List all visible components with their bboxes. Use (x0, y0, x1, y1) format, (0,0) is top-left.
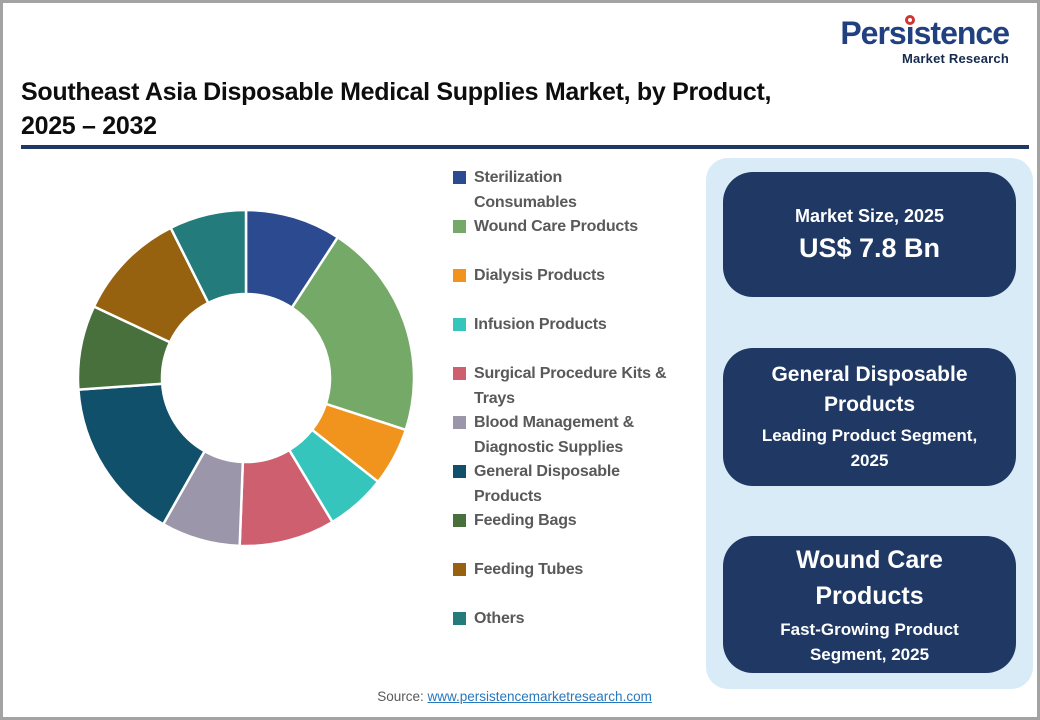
logo-red-dot-i-icon: ı (905, 15, 915, 51)
legend-item-others: Others (453, 606, 703, 655)
legend-swatch-icon (453, 416, 466, 429)
legend-label: Wound Care Products (474, 218, 638, 235)
logo-text-post: stence (913, 15, 1010, 51)
source-line: Source: www.persistencemarketresearch.co… (377, 689, 652, 704)
legend-label: Infusion Products (474, 316, 607, 333)
legend-label: Blood Management & Diagnostic Supplies (474, 414, 634, 456)
page-title: Southeast Asia Disposable Medical Suppli… (21, 75, 921, 143)
leading-segment-card: General Disposable Products Leading Prod… (723, 347, 1016, 486)
donut-chart (76, 208, 416, 548)
legend-item-surgical-procedure-kits-trays: Surgical Procedure Kits & Trays (453, 361, 703, 410)
legend-label: Dialysis Products (474, 267, 605, 284)
legend-item-blood-management-diagnostic-supplies: Blood Management & Diagnostic Supplies (453, 410, 703, 459)
legend-swatch-icon (453, 465, 466, 478)
title-line-1: Southeast Asia Disposable Medical Suppli… (21, 78, 772, 106)
legend-label: General Disposable Products (474, 463, 620, 505)
legend-item-general-disposable-products: General Disposable Products (453, 459, 703, 508)
donut-segment-general-disposable-products (77, 382, 206, 526)
legend-label: Feeding Tubes (474, 561, 584, 578)
legend-item-dialysis-products: Dialysis Products (453, 263, 703, 312)
leading-segment-card-title: General Disposable Products (771, 363, 968, 416)
legend-label: Feeding Bags (474, 512, 577, 529)
legend-item-feeding-bags: Feeding Bags (453, 508, 703, 557)
legend-label: Surgical Procedure Kits & Trays (474, 365, 667, 407)
legend-swatch-icon (453, 514, 466, 527)
legend-swatch-icon (453, 220, 466, 233)
legend-swatch-icon (453, 612, 466, 625)
highlights-panel: Market Size, 2025 US$ 7.8 Bn General Dis… (706, 158, 1033, 689)
logo-wordmark: Persıstence (840, 15, 1010, 51)
donut-segment-wound-care-products (290, 236, 416, 432)
source-link[interactable]: www.persistencemarketresearch.com (427, 689, 652, 704)
legend-item-sterilization-consumables: Sterilization Consumables (453, 165, 703, 214)
title-divider (21, 145, 1029, 149)
logo-tagline: Market Research (901, 51, 1009, 66)
legend-swatch-icon (453, 171, 466, 184)
fast-growing-segment-card-title: Wound Care Products (796, 546, 943, 610)
legend-swatch-icon (453, 269, 466, 282)
legend-swatch-icon (453, 367, 466, 380)
market-size-card: Market Size, 2025 US$ 7.8 Bn (723, 172, 1016, 297)
legend-swatch-icon (453, 318, 466, 331)
title-line-2: 2025 – 2032 (21, 112, 157, 140)
market-size-card-value: US$ 7.8 Bn (798, 233, 941, 263)
legend-item-wound-care-products: Wound Care Products (453, 214, 703, 263)
fast-growing-segment-card-subtitle: Fast-Growing Product Segment, 2025 (780, 620, 959, 664)
legend-swatch-icon (453, 563, 466, 576)
legend-label: Others (474, 610, 525, 627)
fast-growing-segment-card: Wound Care Products Fast-Growing Product… (723, 536, 1016, 673)
persistence-market-research-logo: Persıstence Market Research (840, 15, 1010, 66)
logo-text-pre: Pers (840, 15, 906, 51)
legend-label: Sterilization Consumables (474, 169, 577, 211)
source-label: Source: (377, 689, 424, 704)
donut-segment-others (169, 208, 248, 305)
legend-item-infusion-products: Infusion Products (453, 312, 703, 361)
legend-item-feeding-tubes: Feeding Tubes (453, 557, 703, 606)
leading-segment-card-subtitle: Leading Product Segment, 2025 (761, 426, 978, 470)
market-size-card-title: Market Size, 2025 (794, 206, 945, 226)
